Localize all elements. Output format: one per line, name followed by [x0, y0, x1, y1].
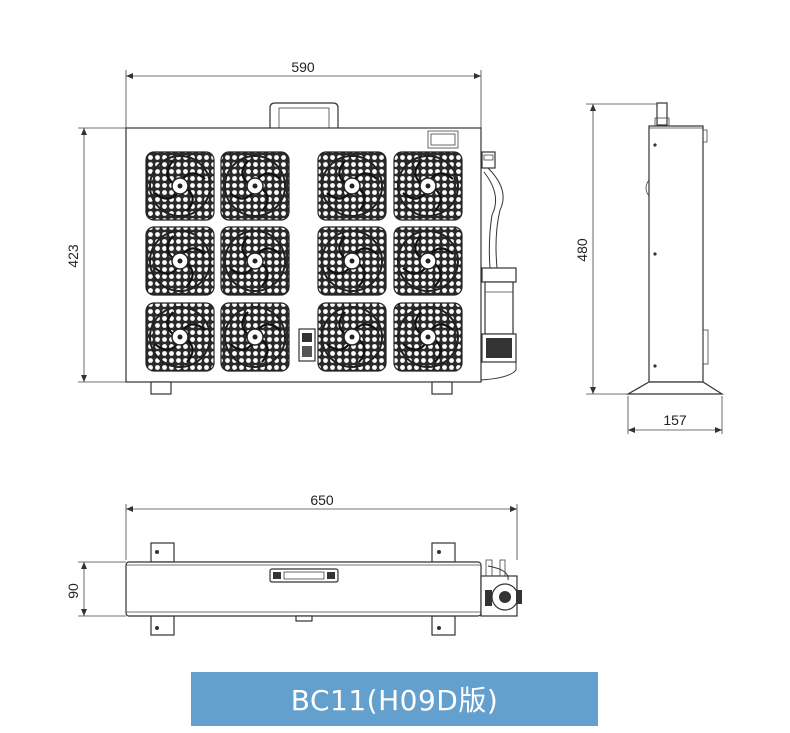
- top-pump: [480, 559, 522, 617]
- dim-top-depth: 90: [65, 561, 126, 617]
- front-foot-right: [431, 381, 453, 395]
- dim-side-height-label: 480: [574, 238, 590, 262]
- dim-front-height-label: 423: [65, 244, 81, 268]
- front-foot-left: [150, 381, 172, 395]
- dim-side-depth: 157: [627, 396, 723, 434]
- dim-front-width: 590: [125, 59, 482, 128]
- fan-grille: [220, 302, 290, 372]
- top-brackets: [150, 542, 456, 636]
- fan-grille: [317, 226, 387, 296]
- fan-grille: [393, 226, 463, 296]
- power-socket: [298, 328, 316, 362]
- side-top-connector: [656, 102, 668, 126]
- side-stand: [625, 381, 725, 395]
- fan-grille: [393, 302, 463, 372]
- side-body: [648, 125, 704, 383]
- fan-grille: [317, 151, 387, 221]
- dim-side-height: 480: [574, 103, 660, 395]
- fan-grille: [145, 151, 215, 221]
- dim-top-depth-label: 90: [65, 583, 81, 599]
- front-handle: [269, 102, 339, 128]
- display-window: [427, 130, 459, 149]
- fan-grille: [317, 302, 387, 372]
- dim-top-width: 650: [125, 492, 518, 560]
- fan-grille: [220, 151, 290, 221]
- dim-front-height: 423: [65, 127, 126, 383]
- fan-grille: [220, 226, 290, 296]
- pump-assembly: [480, 151, 517, 381]
- fan-grille: [393, 151, 463, 221]
- fan-grille: [145, 302, 215, 372]
- side-view: 480 157: [574, 102, 725, 434]
- front-view: 590 423: [65, 59, 517, 395]
- fan-grille: [145, 226, 215, 296]
- fan-grid: [145, 151, 463, 372]
- model-caption: BC11(H09D版): [191, 672, 598, 726]
- dim-top-width-label: 650: [310, 492, 334, 508]
- dim-side-depth-label: 157: [663, 412, 687, 428]
- top-view: 650 90: [65, 492, 522, 636]
- dim-front-width-label: 590: [291, 59, 315, 75]
